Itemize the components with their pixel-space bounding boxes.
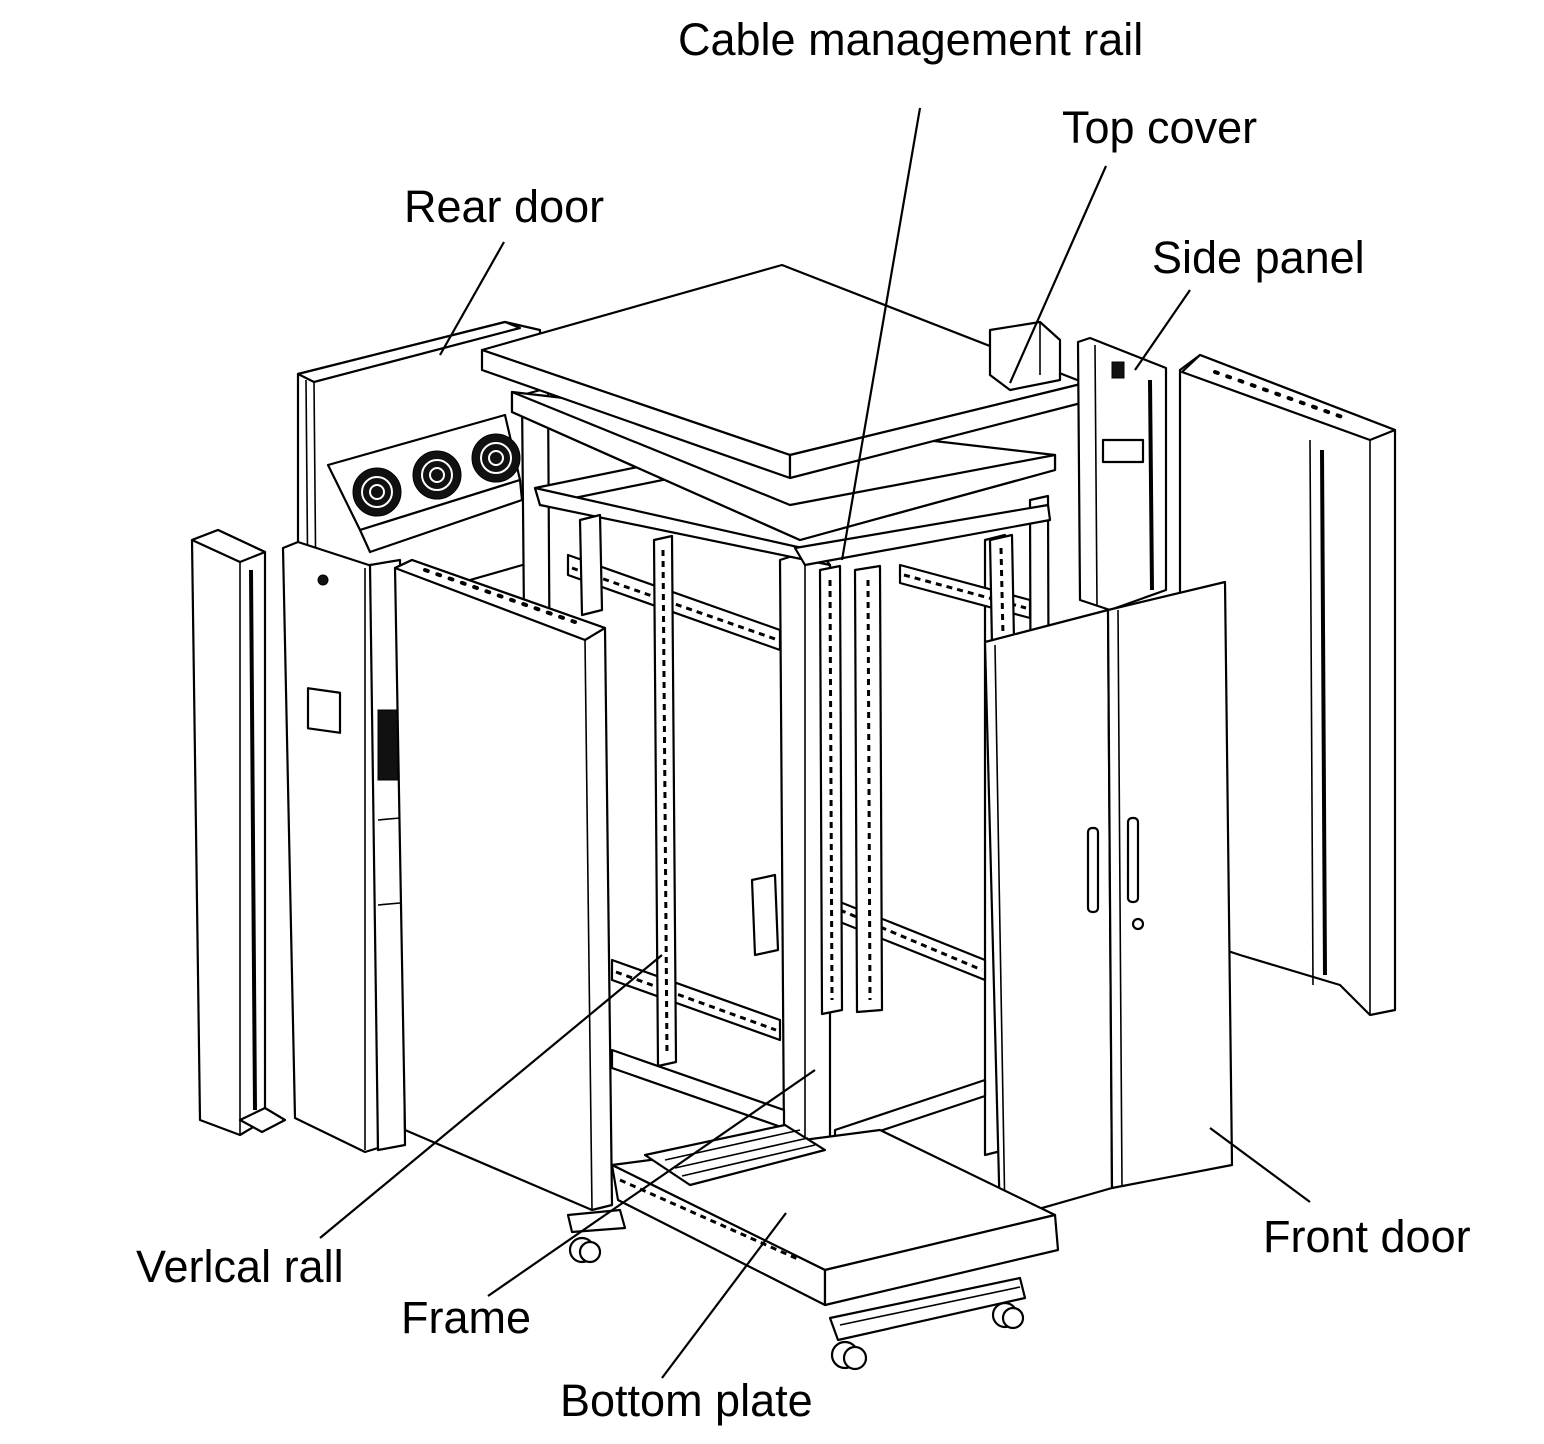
leader-cable-management-rail [840,107,922,561]
left-narrow-panel [190,528,287,1137]
label-cable-management-rail: Cable management rail [678,14,1143,65]
rear-door [296,320,542,622]
leader-side-panel [1134,289,1191,371]
bottom-plate [610,1123,1060,1307]
casters [566,1208,1027,1371]
door-lock-icon [1131,917,1145,931]
caster-wheel-icon [830,1340,868,1371]
caster-wheel-icon [991,1301,1025,1330]
label-frame: Frame [401,1292,531,1343]
left-side-leaf [393,558,614,1212]
front-door [983,580,1234,1222]
leader-front-door [1209,1127,1311,1203]
top-cover [480,263,1087,542]
fan-icon [352,467,402,517]
leader-top-cover [1008,165,1108,384]
right-side-panel [1178,353,1397,1017]
door-handle-icon [1086,826,1100,914]
front-door-left-leaf [983,608,1114,1222]
label-top-cover: Top cover [1062,102,1257,153]
leader-vertical-rail [319,954,663,1239]
leader-rear-door [439,241,505,356]
right-narrow-panel [1076,336,1168,612]
fan-icon [471,433,521,483]
callout-labels: Cable management rail Top cover Rear doo… [136,14,1471,1426]
leader-frame [487,1069,816,1297]
leader-lines [319,107,1311,1379]
door-handle-icon [1126,816,1140,904]
cable-management-rail [750,564,844,1016]
left-side-panel [281,540,407,1154]
label-bottom-plate: Bottom plate [560,1375,813,1426]
label-side-panel: Side panel [1152,232,1365,283]
leader-bottom-plate [661,1212,787,1379]
fan-icon [412,450,462,500]
label-vertical-rail: Verlcal rall [136,1241,344,1292]
caster-wheel-icon [568,1236,602,1264]
vertical-rail [578,513,1016,1068]
label-front-door: Front door [1263,1211,1471,1262]
front-door-right-leaf [1106,580,1234,1190]
label-rear-door: Rear door [404,181,604,232]
